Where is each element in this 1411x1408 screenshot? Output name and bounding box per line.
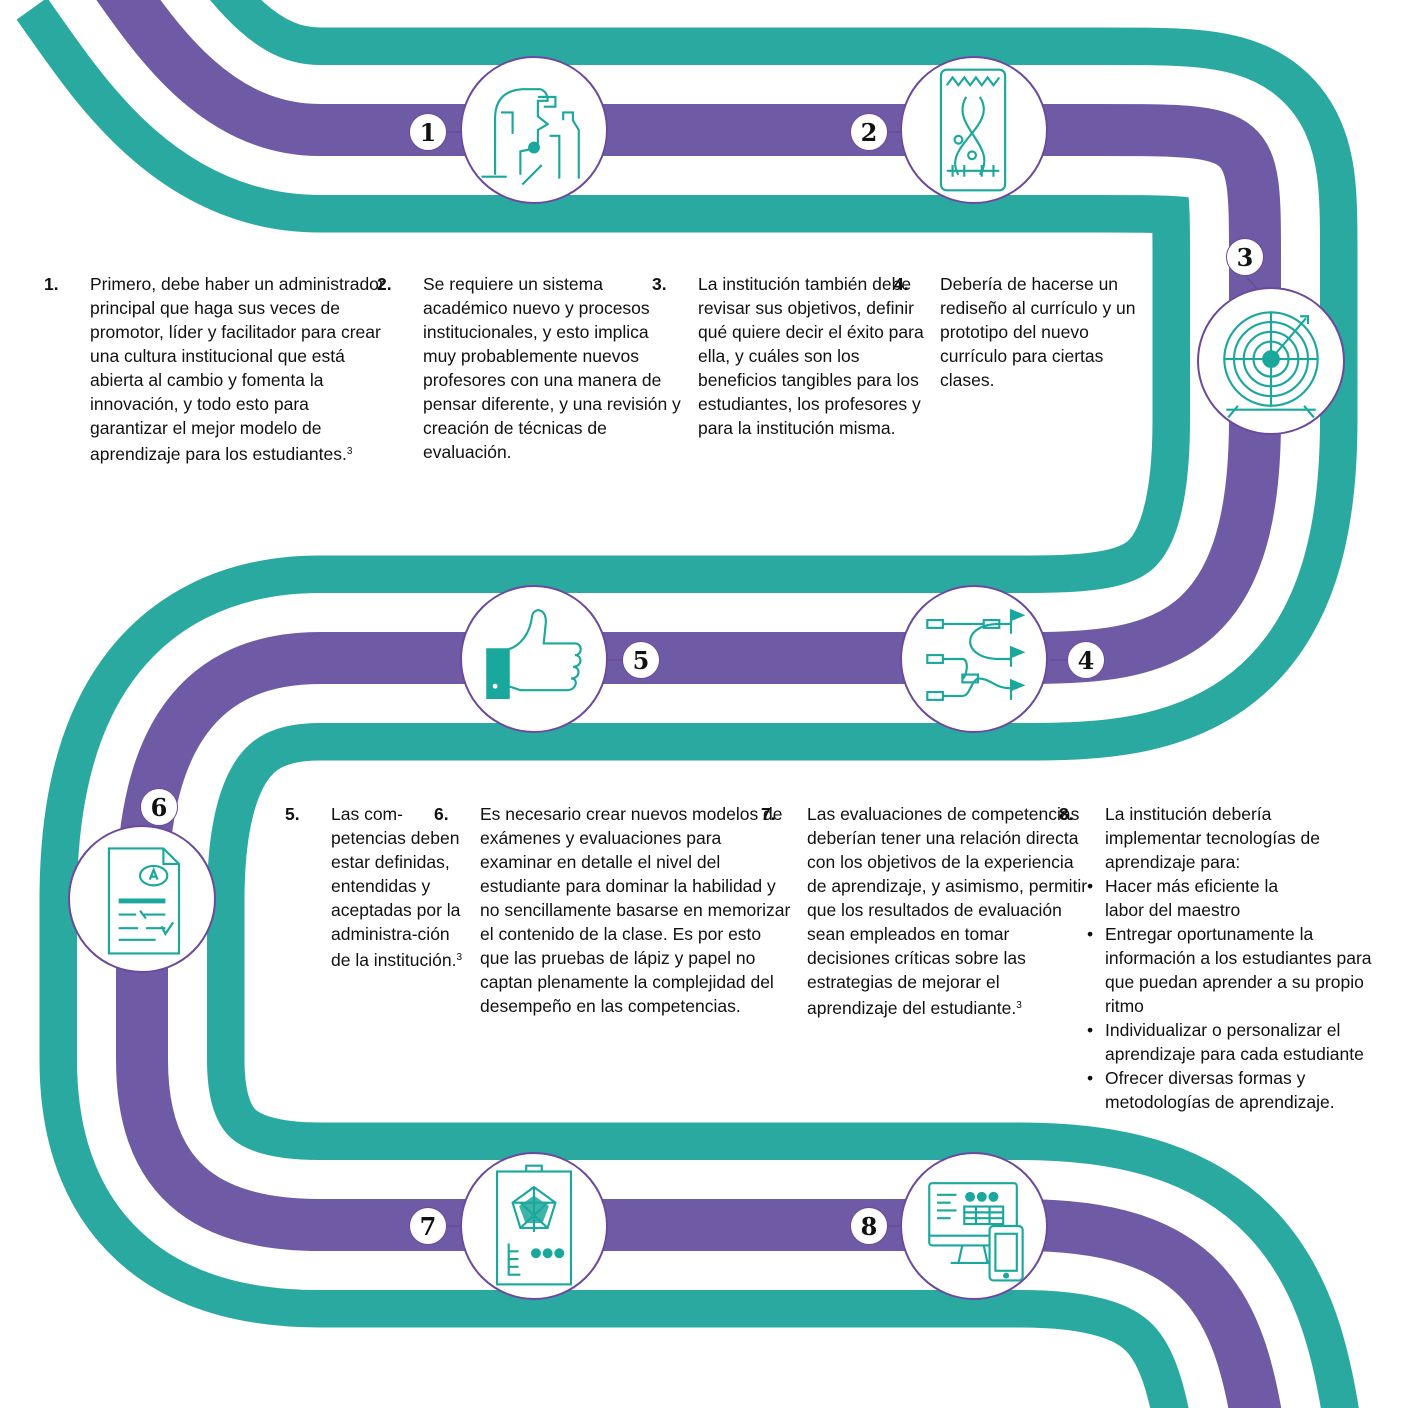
step-6-body: Es necesario crear nuevos modelos de exá… xyxy=(480,804,791,1016)
step-2-icon-circle xyxy=(900,56,1048,204)
step-5-icon-circle xyxy=(460,585,608,733)
step-8-icon-circle xyxy=(900,1152,1048,1300)
step-7-number: 7. xyxy=(761,804,776,824)
step-5-body: Las com-petencias deben estar definidas,… xyxy=(331,804,461,970)
list-item: Individualizar o personalizar el aprendi… xyxy=(1082,1018,1410,1066)
step-7-reference: 3 xyxy=(1016,1000,1022,1011)
list-item: Hacer más eficiente la labor del maestro xyxy=(1082,874,1315,922)
step-3-body: La institución también debe revisar sus … xyxy=(698,274,924,438)
step-6-number: 6. xyxy=(434,804,449,824)
step-8-number: 8. xyxy=(1059,804,1074,824)
step-7-icon-circle xyxy=(460,1152,608,1300)
step-badge-6: 6 xyxy=(140,788,178,826)
roadmap-tablet-icon xyxy=(939,68,1007,192)
thumbs-up-icon xyxy=(486,609,582,699)
step-4-number: 4. xyxy=(894,274,909,294)
step-4-icon-circle xyxy=(900,585,1048,733)
step-3-number: 3. xyxy=(652,274,667,294)
step-badge-7: 7 xyxy=(409,1207,447,1245)
step-badge-4: 4 xyxy=(1067,641,1105,679)
flowchart-flags-icon xyxy=(926,608,1026,701)
step-2-body: Se requiere un sistema académico nuevo y… xyxy=(423,274,681,462)
step-3-text: 3. La institución también debe revisar su… xyxy=(652,272,933,440)
step-5-reference: 3 xyxy=(456,952,463,963)
step-3-icon-circle xyxy=(1197,287,1345,435)
step-7-body: Las evaluaciones de competencias debería… xyxy=(807,804,1088,1018)
step-4-text: 4. Debería de hacerse un rediseño al curr… xyxy=(894,272,1150,392)
step-7-text: 7. Las evaluaciones de competencias deber… xyxy=(761,802,1091,1020)
computer-tablet-icon xyxy=(928,1182,1024,1282)
step-6-icon-circle xyxy=(68,825,216,973)
step-1-icon-circle xyxy=(460,56,608,204)
step-8-text: 8. La institución debería implementar tec… xyxy=(1059,802,1410,1114)
step-4-body: Debería de hacerse un rediseño al curríc… xyxy=(940,274,1136,390)
step-1-text: 1. Primero, debe haber un administrador p… xyxy=(44,272,388,466)
step-2-number: 2. xyxy=(377,274,392,294)
target-radar-icon xyxy=(1223,311,1319,419)
step-8-body: La institución debería implementar tecno… xyxy=(1105,804,1320,872)
step-badge-5: 5 xyxy=(622,641,660,679)
step-1-reference: 3 xyxy=(346,446,353,457)
step-badge-1: 1 xyxy=(409,113,447,151)
step-6-text: 6. Es necesario crear nuevos modelos de e… xyxy=(434,802,792,1018)
list-item: Ofrecer diversas formas y metodologías d… xyxy=(1082,1066,1385,1114)
step-badge-2: 2 xyxy=(850,113,888,151)
step-2-text: 2. Se requiere un sistema académico nuevo… xyxy=(377,272,683,464)
list-item: Entregar oportunamente la información a … xyxy=(1082,922,1375,1018)
step-1-number: 1. xyxy=(44,274,59,294)
step-8-bullet-list: Hacer más eficiente la labor del maestro… xyxy=(1082,874,1410,1114)
step-5-text: 5. Las com-petencias deben estar definida… xyxy=(285,802,473,972)
radar-chart-report-icon xyxy=(495,1164,573,1286)
step-5-number: 5. xyxy=(285,804,300,824)
team-leader-icon xyxy=(481,88,580,186)
graded-exam-icon xyxy=(107,847,181,955)
step-1-body: Primero, debe haber un administrador pri… xyxy=(90,274,385,464)
step-badge-3: 3 xyxy=(1226,238,1264,276)
step-badge-8: 8 xyxy=(850,1207,888,1245)
